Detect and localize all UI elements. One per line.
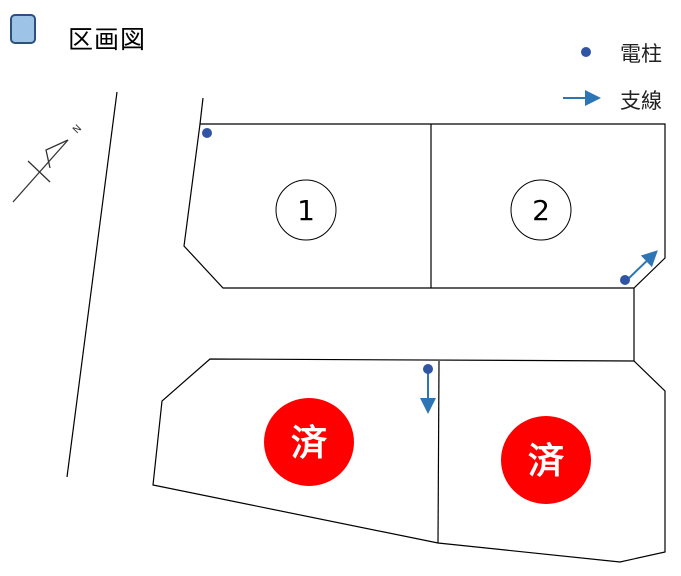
road-line: [66, 91, 118, 478]
legend-pole-icon: [581, 47, 591, 57]
legend-pole-label: 電柱: [620, 42, 662, 66]
sold-label: 済: [291, 423, 327, 464]
utility-pole-icon: [202, 128, 212, 138]
sold-label: 済: [528, 441, 564, 482]
lot-number: 2: [532, 194, 550, 227]
utility-pole-icon: [420, 364, 436, 414]
lot-2[interactable]: 2: [510, 179, 572, 241]
utility-pole-icon: [620, 250, 658, 285]
title-swatch: [10, 14, 36, 44]
lot-number: 1: [297, 194, 315, 227]
south-block: [152, 288, 666, 563]
page-title: 区画図: [68, 25, 147, 54]
legend-wire-label: 支線: [620, 89, 662, 113]
lot-4-sold-badge[interactable]: 済: [501, 416, 591, 504]
north-arrow-icon: N: [12, 123, 84, 203]
north-block: [183, 97, 666, 289]
north-label: N: [71, 123, 84, 136]
lot-3-sold-badge[interactable]: 済: [264, 398, 354, 486]
lot-1[interactable]: 1: [275, 179, 337, 241]
